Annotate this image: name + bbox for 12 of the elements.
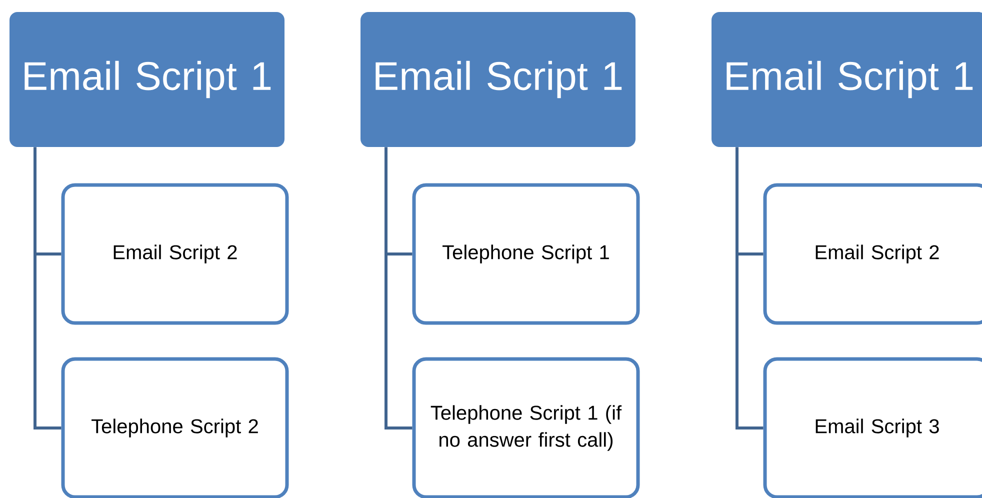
script-box: Telephone Script 2: [61, 357, 289, 498]
header-box: Email Script 1: [10, 12, 284, 147]
connector-line: [34, 147, 62, 430]
connector-line: [736, 147, 764, 430]
connector-line: [384, 147, 412, 430]
script-box: Email Script 2: [763, 183, 982, 325]
script-box: Telephone Script 1: [412, 183, 640, 325]
script-box: Email Script 3: [763, 357, 982, 498]
script-box: Telephone Script 1 (if no answer first call): [412, 357, 640, 498]
header-box: Email Script 1: [712, 12, 982, 147]
header-box: Email Script 1: [360, 12, 636, 147]
script-box: Email Script 2: [61, 183, 289, 325]
